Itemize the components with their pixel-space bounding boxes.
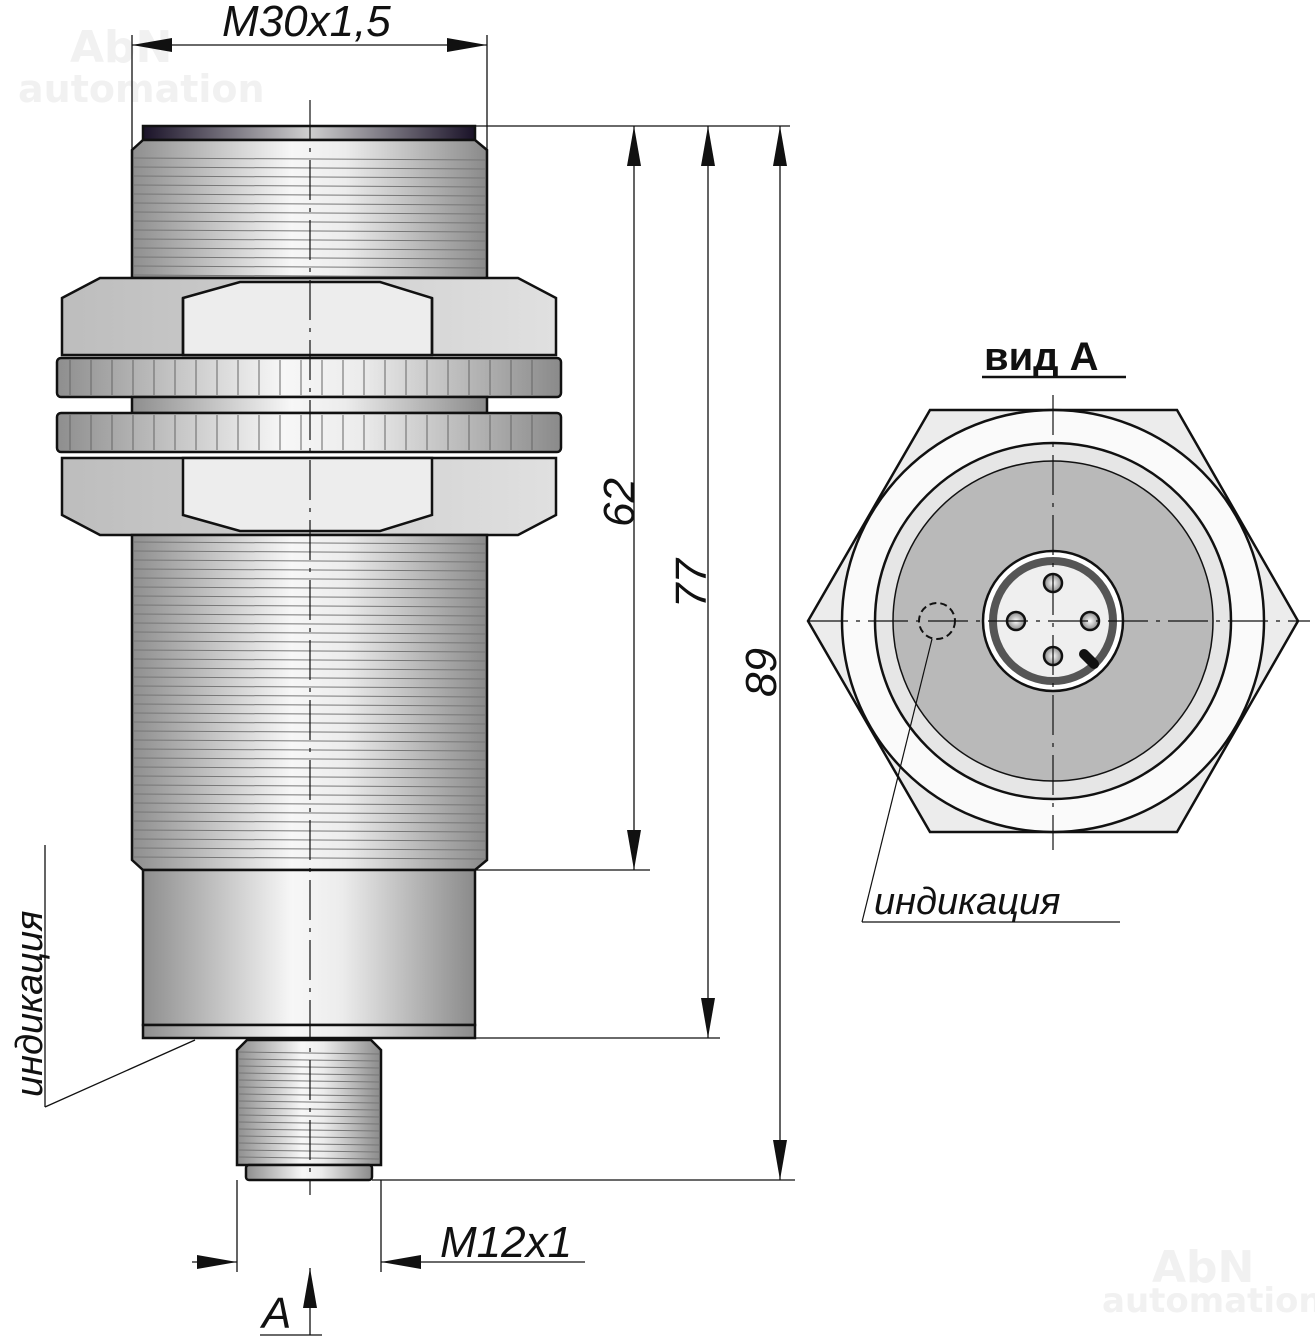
hatch-line xyxy=(133,211,486,215)
hatch-line xyxy=(238,1072,380,1076)
hatch-line xyxy=(238,1114,380,1118)
hatch-line xyxy=(133,274,486,278)
nut-lower xyxy=(60,456,558,537)
svg-text:automation: automation xyxy=(18,67,265,111)
hatch-line xyxy=(133,739,486,743)
hatch-line xyxy=(238,1093,380,1097)
housing xyxy=(141,868,477,1027)
dim-thread-connector: M12x1 xyxy=(440,1218,572,1267)
knurled-washer-lower xyxy=(55,411,563,454)
thread-lines-upper xyxy=(133,157,486,278)
hatch-line xyxy=(238,1156,380,1160)
connector-end xyxy=(244,1163,374,1182)
dim-62: 62 xyxy=(595,478,644,527)
hatch-line xyxy=(133,694,486,698)
view-a-title: вид А xyxy=(984,335,1099,379)
svg-text:AbN: AbN xyxy=(70,22,172,73)
hatch-line xyxy=(238,1142,380,1146)
nut-upper xyxy=(60,276,558,357)
hatch-line xyxy=(238,1149,380,1153)
hatch-line xyxy=(133,622,486,626)
sensor-face-cap xyxy=(141,124,477,142)
key xyxy=(1079,649,1099,669)
svg-text:AbN: AbN xyxy=(1152,1242,1254,1293)
hatch-line xyxy=(238,1058,380,1062)
hatch-line xyxy=(133,157,486,161)
dim-thread-main: M30x1,5 xyxy=(222,0,391,46)
hatch-line xyxy=(133,685,486,689)
hatch-line xyxy=(133,757,486,761)
view-a xyxy=(806,395,1310,923)
hatch-line xyxy=(133,802,486,806)
hatch-line xyxy=(238,1135,380,1139)
hatch-line xyxy=(238,1128,380,1132)
hatch-line xyxy=(133,202,486,206)
hatch-line xyxy=(133,559,486,563)
hatch-line xyxy=(238,1086,380,1090)
dimension-lines xyxy=(44,35,795,1336)
watermark-bottom-right: AbN automation xyxy=(1102,1242,1315,1321)
hatch-line xyxy=(238,1121,380,1125)
dim-77: 77 xyxy=(667,558,716,608)
hatch-line xyxy=(238,1065,380,1069)
hatch-line xyxy=(238,1107,380,1111)
svg-text:automation: automation xyxy=(1102,1281,1315,1321)
indication-label-view: индикация xyxy=(874,881,1060,923)
hatch-line xyxy=(133,811,486,815)
watermark-top-left: AbN automation xyxy=(18,22,265,111)
indicator-ring xyxy=(141,1023,477,1040)
hatch-line xyxy=(238,1051,380,1055)
hatch-line xyxy=(238,1079,380,1083)
view-marker: A xyxy=(259,1289,291,1338)
dim-89: 89 xyxy=(737,648,786,697)
hatch-line xyxy=(133,265,486,269)
indication-label-side: индикация xyxy=(9,911,51,1097)
hatch-line xyxy=(133,631,486,635)
hatch-line xyxy=(133,577,486,581)
hatch-line xyxy=(238,1100,380,1104)
sensor-side-view xyxy=(55,100,563,1195)
